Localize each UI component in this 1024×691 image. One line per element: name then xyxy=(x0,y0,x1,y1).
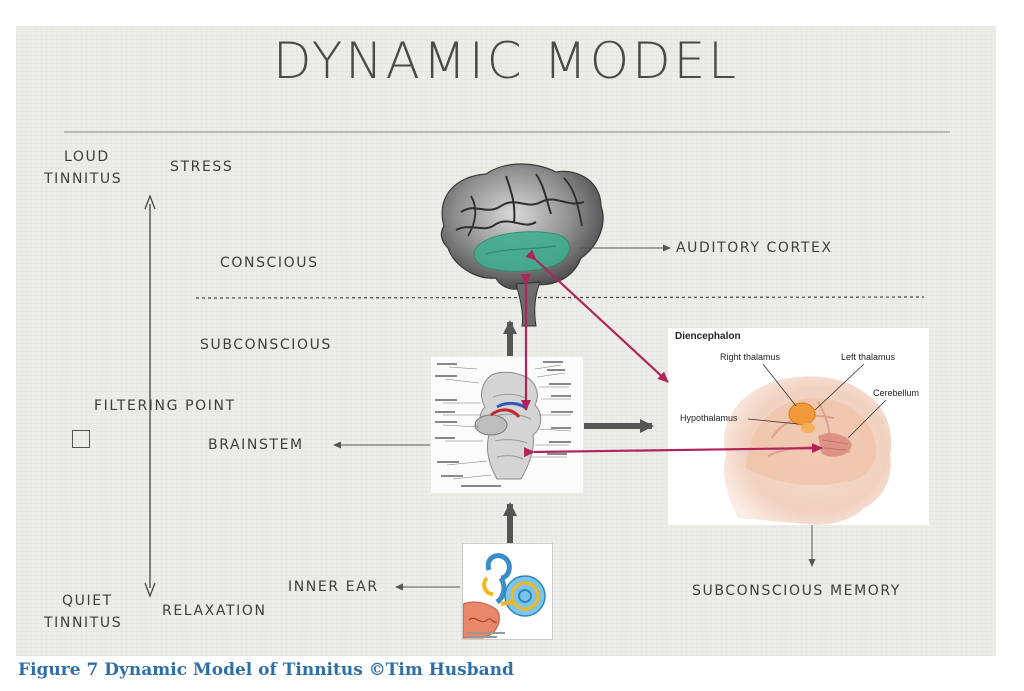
subconscious-label: SUBCONSCIOUS xyxy=(200,337,332,353)
diencephalon-title: Diencephalon xyxy=(675,331,741,342)
brainstem-image xyxy=(431,357,583,493)
inner-ear-panel xyxy=(462,543,553,640)
brainstem-panel xyxy=(431,357,583,493)
scale-arrow-up-icon xyxy=(144,194,156,210)
quiet-tinnitus-label: TINNITUS xyxy=(44,615,123,631)
brain-cortex-image xyxy=(440,163,604,327)
slide-title: DYNAMIC MODEL xyxy=(272,32,740,90)
relaxation-label: RELAXATION xyxy=(162,603,267,619)
cerebellum-label: Cerebellum xyxy=(873,388,920,398)
conscious-divider xyxy=(195,296,925,299)
slide: DYNAMIC MODEL xyxy=(16,26,996,656)
loud-tinnitus-label: TINNITUS xyxy=(44,171,123,187)
loud-label: LOUD xyxy=(64,149,110,165)
auditory-cortex-label: AUDITORY CORTEX xyxy=(676,240,833,256)
figure-caption: Figure 7 Dynamic Model of Tinnitus ©Tim … xyxy=(18,660,514,680)
filtering-point-box xyxy=(72,430,90,448)
hypothalamus-label: Hypothalamus xyxy=(680,413,738,423)
left-thalamus-label: Left thalamus xyxy=(841,352,896,362)
stress-label: STRESS xyxy=(170,159,234,175)
brainstem-label: BRAINSTEM xyxy=(208,437,304,453)
right-thalamus-label: Right thalamus xyxy=(720,352,781,362)
filtering-point-label: FILTERING POINT xyxy=(94,398,236,414)
conscious-label: CONSCIOUS xyxy=(220,255,319,271)
inner-ear-image xyxy=(463,544,552,639)
inner-ear-label: INNER EAR xyxy=(288,579,379,595)
diencephalon-panel: Diencephalon Right thalamus Left thalamu… xyxy=(668,328,929,525)
subconscious-memory-label: SUBCONSCIOUS MEMORY xyxy=(692,583,901,599)
scale-arrow-down-icon xyxy=(144,582,156,598)
diencephalon-leader-lines xyxy=(747,363,887,439)
quiet-label: QUIET xyxy=(62,593,113,609)
